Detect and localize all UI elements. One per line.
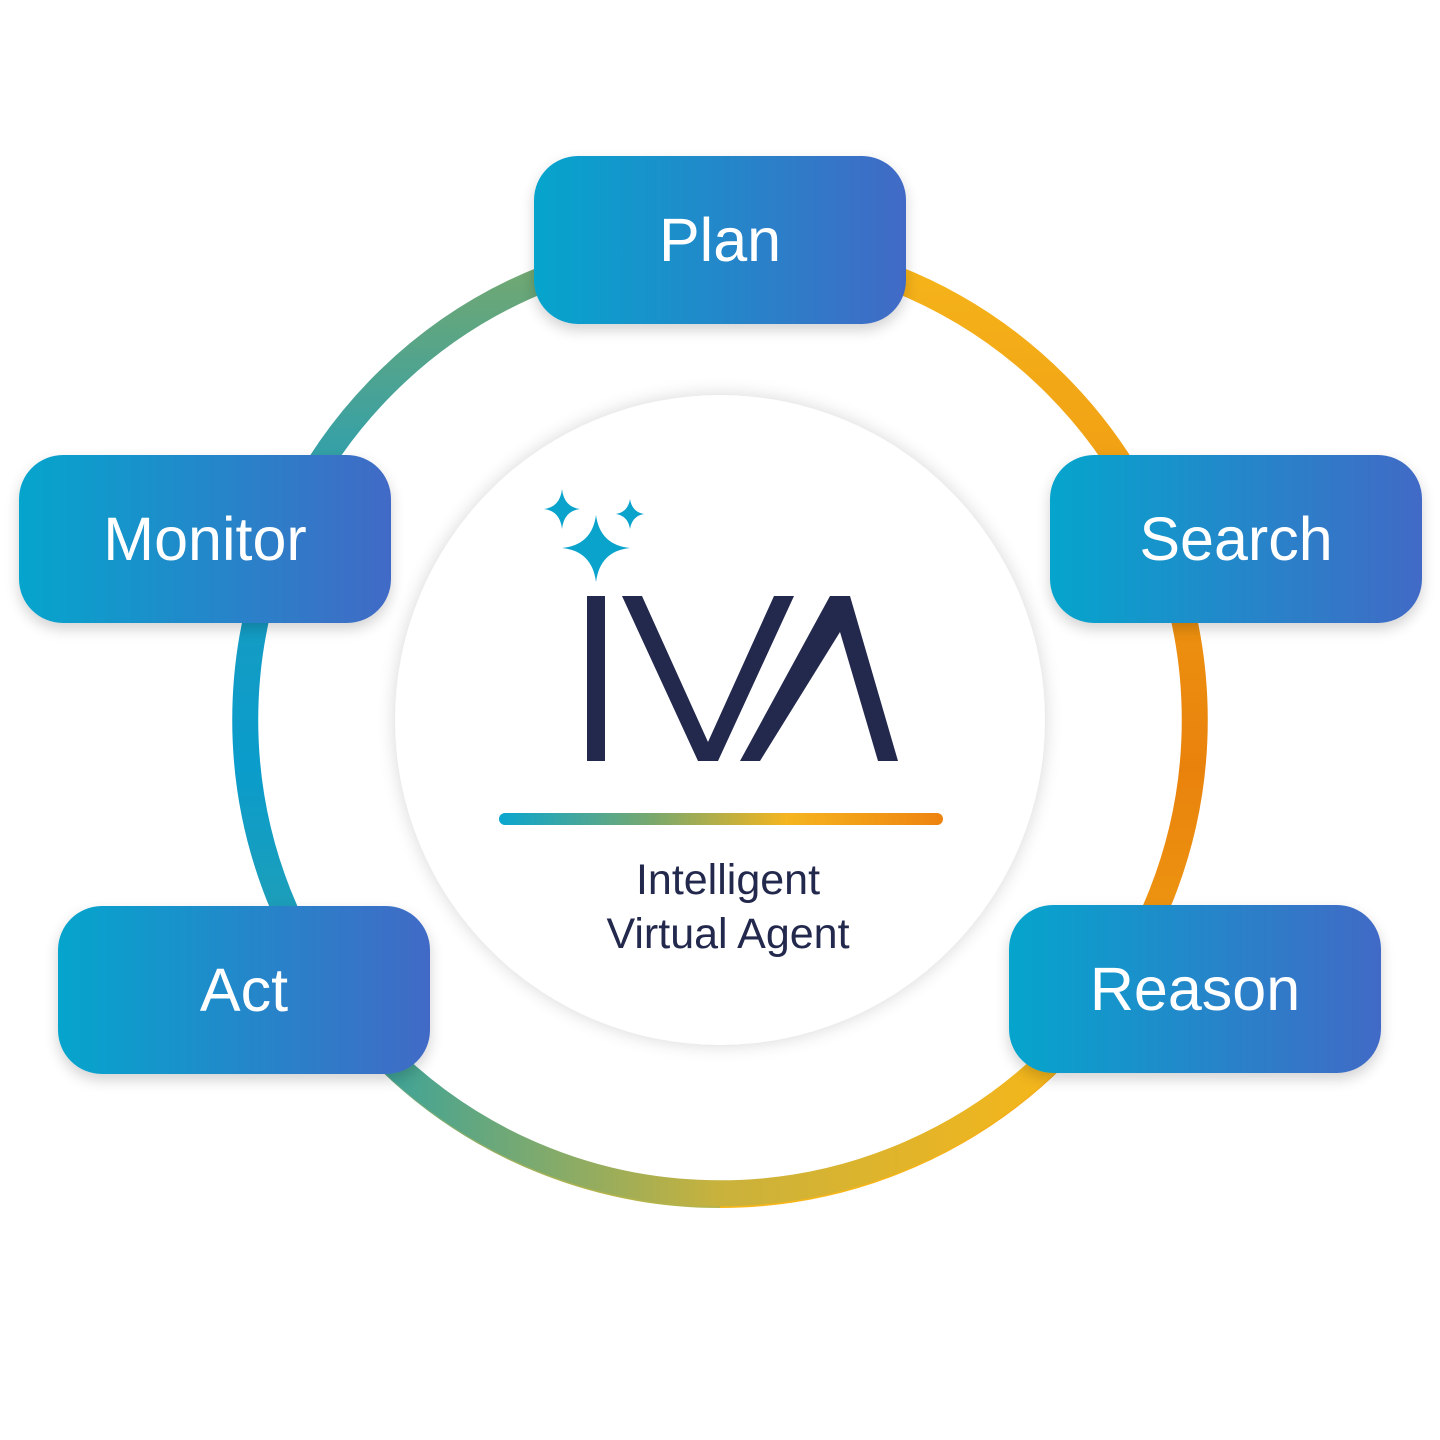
- stage-monitor-box[interactable]: Monitor: [19, 455, 391, 623]
- stage-reason-label: Reason: [1089, 955, 1301, 1023]
- stage-act-box[interactable]: Act: [58, 906, 430, 1074]
- tagline-line-1: Intelligent: [635, 856, 821, 904]
- stage-plan-label: Plan: [658, 206, 782, 274]
- stage-reason-box[interactable]: Reason: [1009, 905, 1381, 1073]
- stage-search-label: Search: [1139, 505, 1333, 573]
- stage-monitor-label: Monitor: [103, 505, 307, 573]
- stage-act-label: Act: [199, 956, 289, 1024]
- stage-plan-box[interactable]: Plan: [534, 156, 906, 324]
- stage-search-box[interactable]: Search: [1050, 455, 1422, 623]
- tagline-line-2: Virtual Agent: [606, 910, 850, 958]
- ring-bottom-arc: [370, 1040, 1070, 1207]
- logo-tagline: Intelligent Virtual Agent: [520, 853, 936, 961]
